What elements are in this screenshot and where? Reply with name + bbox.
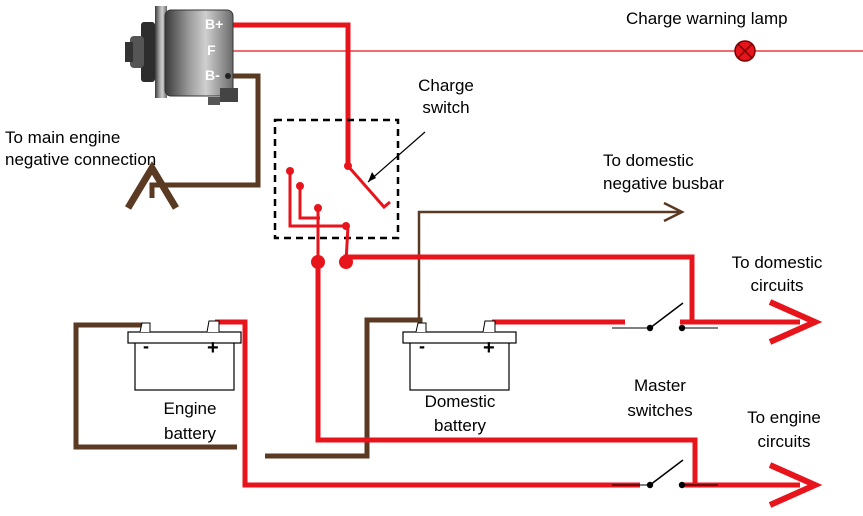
alternator-negative-wire xyxy=(149,73,261,198)
master-switches-label-line2: switches xyxy=(627,401,693,420)
charge-switch-pointer xyxy=(367,131,426,183)
engine-master-switch xyxy=(612,459,718,489)
engine-battery-label-line2: battery xyxy=(164,424,216,443)
alternator-terminal-b-minus: B- xyxy=(205,67,220,83)
engine-battery-positive-wire xyxy=(215,319,640,488)
domestic-circuits-arrow xyxy=(768,299,823,345)
domestic-battery-label-line1: Domestic xyxy=(424,392,496,411)
charge-switch-pointer-head xyxy=(368,172,376,182)
charge-warning-lamp-label: Charge warning lamp xyxy=(626,9,788,28)
domestic-master-switch xyxy=(612,302,718,332)
domestic-negative-busbar-label-line2: negative busbar xyxy=(603,174,724,193)
master-switches-label-line1: Master xyxy=(634,376,686,395)
negative-link-wire xyxy=(265,317,423,459)
alternator-icon xyxy=(125,6,238,105)
engine-battery-positive-sign: + xyxy=(207,337,219,359)
engine-circuits-label-line1: To engine xyxy=(747,408,821,427)
engine-circuits-label-line2: circuits xyxy=(757,432,811,451)
domestic-negative-busbar-wire xyxy=(417,210,679,332)
charge-switch-terminals xyxy=(286,162,352,230)
domestic-negative-busbar-arrow xyxy=(663,201,685,223)
main-engine-negative-label-line1: To main engine xyxy=(5,128,121,147)
domestic-circuits-label-line1: To domestic xyxy=(731,253,823,272)
engine-circuits-arrow xyxy=(768,462,823,508)
engine-battery-icon xyxy=(127,320,242,391)
positive-wires xyxy=(215,22,800,488)
domestic-charge-wire xyxy=(343,254,695,322)
charge-switch-box xyxy=(273,118,400,240)
alternator-positive-wire xyxy=(232,22,351,165)
charge-switch-contacts xyxy=(288,165,391,263)
alternator-terminal-f: F xyxy=(207,42,216,58)
engine-charge-wire xyxy=(315,262,698,485)
domestic-battery-positive-sign: + xyxy=(483,337,495,359)
main-engine-negative-label-line2: negative connection xyxy=(5,150,157,169)
domestic-negative-busbar-label-line1: To domestic xyxy=(603,151,694,170)
domestic-battery-negative-sign: - xyxy=(419,336,425,356)
alternator-terminal-b-plus: B+ xyxy=(205,16,224,32)
domestic-circuits-label-line2: circuits xyxy=(750,276,804,295)
charge-switch-output-node-engine xyxy=(311,255,325,269)
charge-switch-label-line2: switch xyxy=(422,98,470,117)
charge-switch-output-node-domestic xyxy=(339,255,353,269)
engine-battery-negative-sign: - xyxy=(143,336,149,356)
domestic-battery-label-line2: battery xyxy=(434,416,486,435)
domestic-battery-icon xyxy=(402,320,517,391)
engine-battery-label-line1: Engine xyxy=(163,399,217,418)
main-engine-negative-arrow xyxy=(124,161,180,210)
charge-switch-label-line1: Charge xyxy=(418,76,474,95)
charge-warning-lamp-icon xyxy=(734,40,756,62)
